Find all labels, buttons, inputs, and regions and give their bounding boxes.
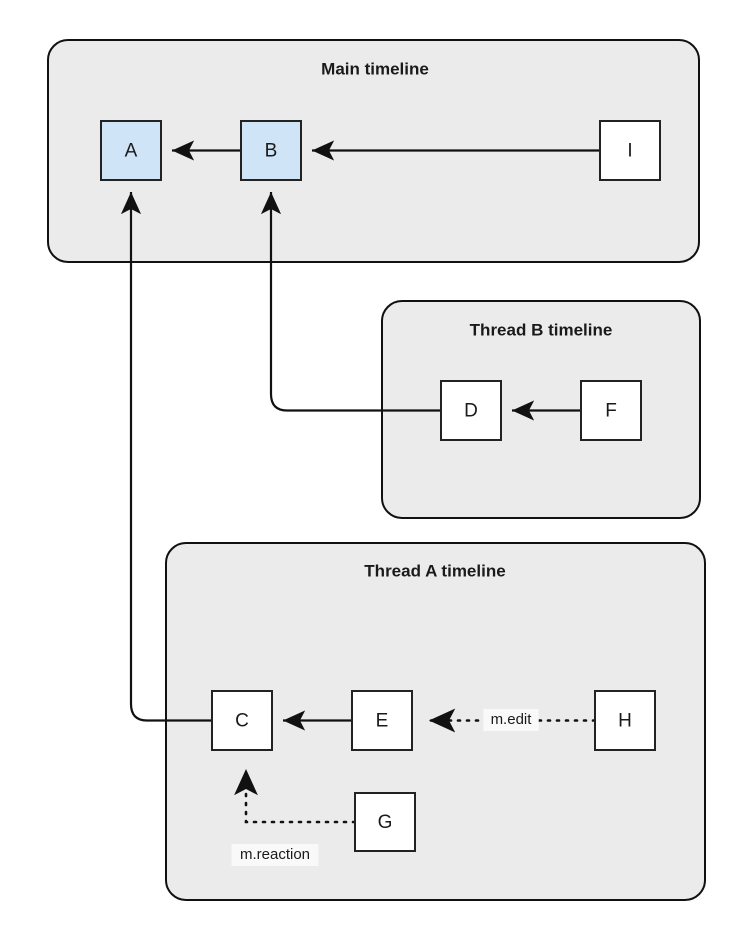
node-G[interactable]: G: [354, 792, 416, 852]
node-label: G: [378, 812, 393, 833]
nodes-layer: A B I D F C E H G: [100, 120, 661, 852]
node-I[interactable]: I: [599, 120, 661, 181]
node-label: F: [605, 401, 617, 422]
node-C[interactable]: C: [211, 690, 273, 751]
edge-C-to-A: [120, 192, 212, 722]
edge-path: [120, 192, 212, 722]
node-box[interactable]: [440, 380, 502, 441]
panel-title: Thread B timeline: [470, 320, 613, 339]
node-A[interactable]: A: [100, 120, 162, 181]
edge-path: [234, 767, 357, 824]
node-box[interactable]: [599, 120, 661, 181]
node-label: B: [265, 141, 278, 162]
edge-label-background: [483, 709, 539, 731]
node-box[interactable]: [351, 690, 413, 751]
panel-title: Thread A timeline: [364, 561, 505, 580]
edge-label-text: m.edit: [491, 711, 533, 728]
edge-path: [260, 192, 441, 412]
node-box[interactable]: [354, 792, 416, 852]
node-B[interactable]: B: [240, 120, 302, 181]
node-H[interactable]: H: [594, 690, 656, 751]
edge-G-to-C: [234, 767, 357, 824]
node-D[interactable]: D: [440, 380, 502, 441]
edge-label-background: [231, 844, 319, 866]
node-box[interactable]: [594, 690, 656, 751]
node-label: D: [464, 401, 478, 422]
node-F[interactable]: F: [580, 380, 642, 441]
node-box[interactable]: [240, 120, 302, 181]
edge-label-G-to-C: m.reaction: [231, 844, 319, 866]
edge-D-to-B: [260, 192, 441, 412]
node-box[interactable]: [100, 120, 162, 181]
edge-labels-layer: m.edit m.reaction: [231, 709, 539, 866]
node-label: E: [376, 711, 389, 732]
node-box[interactable]: [580, 380, 642, 441]
edge-label-H-to-E: m.edit: [483, 709, 539, 731]
panel-title: Main timeline: [321, 59, 429, 78]
node-label: A: [125, 141, 138, 162]
node-label: H: [618, 711, 632, 732]
node-label: I: [627, 141, 632, 162]
node-box[interactable]: [211, 690, 273, 751]
node-E[interactable]: E: [351, 690, 413, 751]
node-label: C: [235, 711, 249, 732]
edge-label-text: m.reaction: [240, 846, 310, 863]
